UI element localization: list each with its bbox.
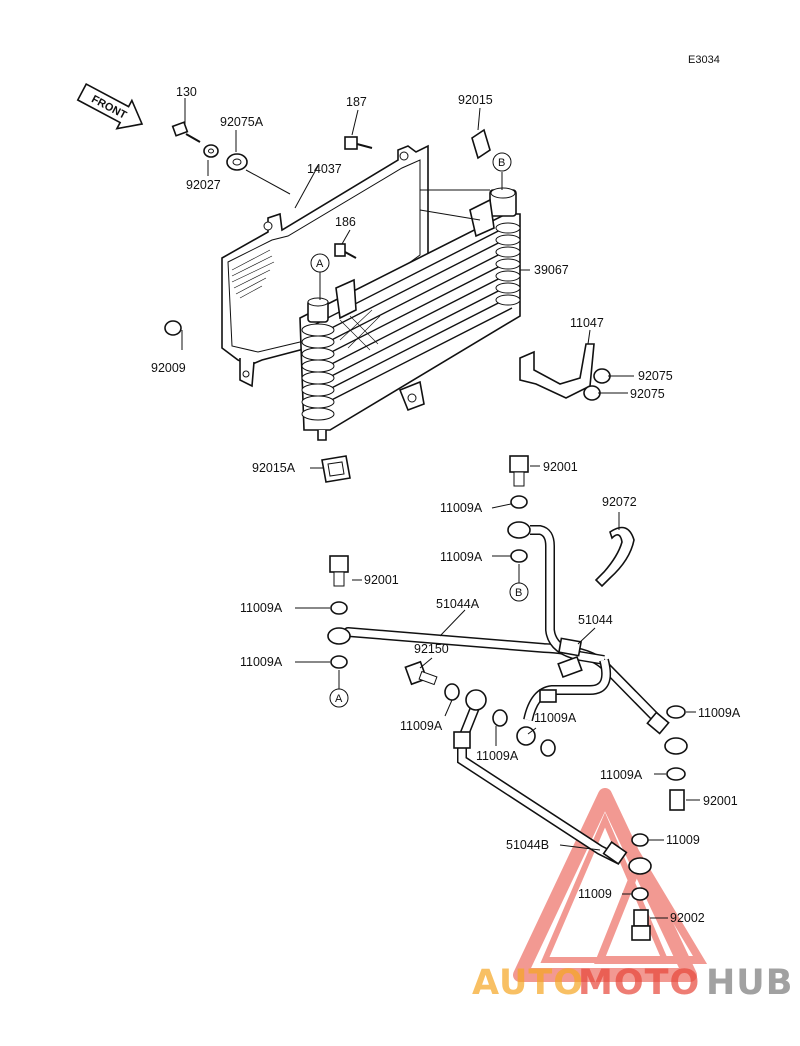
ref-b-top: B bbox=[498, 157, 505, 169]
label-130: 130 bbox=[176, 85, 197, 99]
label-92001-mid: 92001 bbox=[364, 573, 399, 587]
label-11009A-8: 11009A bbox=[698, 706, 741, 720]
label-11009A-4: 11009A bbox=[240, 655, 283, 669]
diagram-code: E3034 bbox=[688, 54, 720, 66]
label-92027: 92027 bbox=[186, 178, 221, 192]
label-187: 187 bbox=[346, 95, 367, 109]
label-11009A-9: 11009A bbox=[600, 768, 643, 782]
label-92150: 92150 bbox=[414, 642, 449, 656]
ref-a-top: A bbox=[316, 258, 324, 270]
label-51044B: 51044B bbox=[506, 838, 549, 852]
oil-hoses bbox=[343, 525, 670, 866]
label-11009-a: 11009 bbox=[666, 833, 700, 847]
label-92075A: 92075A bbox=[220, 115, 264, 129]
label-39067: 39067 bbox=[534, 263, 569, 277]
label-11009A-3: 11009A bbox=[240, 601, 283, 615]
watermark-hub: HUB bbox=[706, 963, 793, 1003]
label-92075-a: 92075 bbox=[638, 369, 673, 383]
label-11009A-2: 11009A bbox=[440, 550, 483, 564]
ref-a-bottom: A bbox=[335, 693, 343, 705]
bracket-11047 bbox=[519, 343, 595, 399]
label-186: 186 bbox=[335, 215, 356, 229]
oil-cooler-core bbox=[299, 187, 521, 441]
label-11009A-7: 11009A bbox=[476, 749, 519, 763]
label-11047: 11047 bbox=[570, 316, 604, 330]
label-14037: 14037 bbox=[307, 162, 342, 176]
leader-lines-bottom bbox=[295, 465, 700, 919]
label-92009: 92009 bbox=[151, 361, 186, 375]
label-11009-b: 11009 bbox=[578, 887, 612, 901]
label-92002: 92002 bbox=[670, 911, 705, 925]
label-92001-top: 92001 bbox=[543, 460, 578, 474]
label-92072: 92072 bbox=[602, 495, 637, 509]
watermark-auto: AUTO bbox=[472, 963, 584, 1003]
ref-b-bottom: B bbox=[515, 587, 522, 599]
label-92015: 92015 bbox=[458, 93, 493, 107]
label-51044A: 51044A bbox=[436, 597, 480, 611]
leader-lines-top bbox=[181, 98, 634, 469]
label-92015A: 92015A bbox=[252, 461, 296, 475]
label-11009A-1: 11009A bbox=[440, 501, 483, 515]
banjo-fittings bbox=[327, 455, 688, 941]
watermark-logo bbox=[513, 788, 708, 982]
top-hardware bbox=[164, 121, 611, 483]
front-arrow-icon: FRONT bbox=[76, 83, 144, 130]
label-11009A-5: 11009A bbox=[400, 719, 443, 733]
watermark-moto: MOTO bbox=[578, 963, 700, 1003]
label-92001-low: 92001 bbox=[703, 794, 738, 808]
label-92075-b: 92075 bbox=[630, 387, 665, 401]
label-11009A-6: 11009A bbox=[534, 711, 577, 725]
ref-markers: B A B A bbox=[310, 152, 529, 708]
part-labels: 130 92075A 92027 14037 187 92015 186 390… bbox=[151, 85, 741, 925]
label-51044: 51044 bbox=[578, 613, 613, 627]
watermark-text: AUTO MOTO HUB bbox=[472, 963, 793, 1003]
